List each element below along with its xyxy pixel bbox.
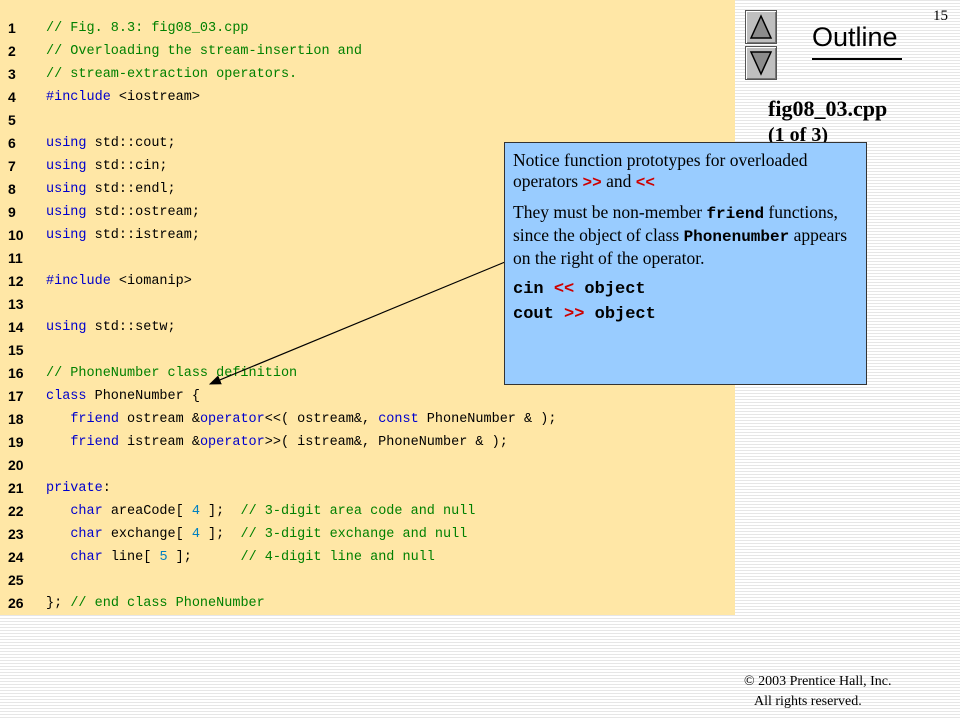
code-line: 2 // Overloading the stream-insertion and xyxy=(0,40,735,63)
code-line: 25 xyxy=(0,569,735,592)
line-number: 14 xyxy=(8,319,24,335)
line-number: 22 xyxy=(8,503,24,519)
line-number: 17 xyxy=(8,388,24,404)
outline-underline xyxy=(812,58,902,60)
code-line: 14 using std::setw; xyxy=(0,316,735,339)
callout-box: Notice function prototypes for overloade… xyxy=(504,142,867,385)
line-number: 4 xyxy=(8,89,16,105)
code-line: 18 friend ostream &operator<<( ostream&,… xyxy=(0,408,735,431)
code-line: 26 }; // end class PhoneNumber xyxy=(0,592,735,615)
code-line: 1 // Fig. 8.3: fig08_03.cpp xyxy=(0,17,735,40)
code-line: 10 using std::istream; xyxy=(0,224,735,247)
file-part: (1 of 3) xyxy=(768,124,828,146)
code-text: // stream-extraction operators. xyxy=(46,67,298,82)
line-number: 18 xyxy=(8,411,24,427)
triangle-down-icon xyxy=(749,51,773,76)
callout-example-cout: cout >> object xyxy=(513,305,656,324)
code-text: #include <iostream> xyxy=(46,90,200,105)
line-number: 8 xyxy=(8,181,16,197)
code-line: 3 // stream-extraction operators. xyxy=(0,63,735,86)
code-line: 13 xyxy=(0,293,735,316)
line-number: 6 xyxy=(8,135,16,151)
line-number: 24 xyxy=(8,549,24,565)
code-line: 6 using std::cout; xyxy=(0,132,735,155)
code-line: 16 // PhoneNumber class definition xyxy=(0,362,735,385)
keyword-friend: friend xyxy=(706,205,765,223)
callout-note-friend: They must be non-member friend functions… xyxy=(513,202,848,268)
line-number: 23 xyxy=(8,526,24,542)
line-number: 19 xyxy=(8,434,24,450)
code-line: 22 char areaCode[ 4 ]; // 3-digit area c… xyxy=(0,500,735,523)
file-title: fig08_03.cpp xyxy=(768,96,888,121)
code-line: 24 char line[ 5 ]; // 4-digit line and n… xyxy=(0,546,735,569)
code-line: 4 #include <iostream> xyxy=(0,86,735,109)
code-text: char exchange[ 4 ]; // 3-digit exchange … xyxy=(70,527,468,542)
code-line: 21 private: xyxy=(0,477,735,500)
outline-title: Outline xyxy=(812,22,898,52)
code-line: 7 using std::cin; xyxy=(0,155,735,178)
callout-note-prototypes: Notice function prototypes for overloade… xyxy=(513,150,808,192)
code-text: using std::setw; xyxy=(46,320,176,335)
rights-notice: All rights reserved. xyxy=(754,694,862,709)
line-number: 20 xyxy=(8,457,24,473)
line-number: 26 xyxy=(8,595,24,611)
line-number: 12 xyxy=(8,273,24,289)
line-number: 7 xyxy=(8,158,16,174)
code-text: using std::endl; xyxy=(46,182,176,197)
code-text: friend ostream &operator<<( ostream&, co… xyxy=(70,412,557,427)
code-line: 9 using std::ostream; xyxy=(0,201,735,224)
line-number: 15 xyxy=(8,342,24,358)
code-line: 12 #include <iomanip> xyxy=(0,270,735,293)
code-text: #include <iomanip> xyxy=(46,274,192,289)
code-text: char line[ 5 ]; // 4-digit line and null xyxy=(70,550,435,565)
line-number: 2 xyxy=(8,43,16,59)
line-number: 16 xyxy=(8,365,24,381)
code-text: friend istream &operator>>( istream&, Ph… xyxy=(70,435,508,450)
code-text: }; // end class PhoneNumber xyxy=(46,596,265,611)
triangle-up-icon xyxy=(749,14,773,39)
previous-slide-button[interactable] xyxy=(745,10,777,44)
code-text: // Overloading the stream-insertion and xyxy=(46,44,362,59)
code-line: 20 xyxy=(0,454,735,477)
line-number: 25 xyxy=(8,572,24,588)
code-text: using std::istream; xyxy=(46,228,200,243)
code-line: 5 xyxy=(0,109,735,132)
code-line: 23 char exchange[ 4 ]; // 3-digit exchan… xyxy=(0,523,735,546)
code-line: 8 using std::endl; xyxy=(0,178,735,201)
callout-example-cin: cin << object xyxy=(513,280,646,299)
code-text: // Fig. 8.3: fig08_03.cpp xyxy=(46,21,249,36)
code-text: using std::ostream; xyxy=(46,205,200,220)
line-number: 1 xyxy=(8,20,16,36)
operator-extraction: >> xyxy=(582,174,602,192)
code-line: 15 xyxy=(0,339,735,362)
operator-insertion: << xyxy=(635,174,655,192)
line-number: 10 xyxy=(8,227,24,243)
code-text: class PhoneNumber { xyxy=(46,389,200,404)
code-text: private: xyxy=(46,481,111,496)
next-slide-button[interactable] xyxy=(745,46,777,80)
code-line: 17 class PhoneNumber { xyxy=(0,385,735,408)
code-line: 11 xyxy=(0,247,735,270)
slide-number: 15 xyxy=(933,8,948,24)
line-number: 11 xyxy=(8,250,23,266)
copyright-notice: © 2003 Prentice Hall, Inc. xyxy=(744,674,892,689)
line-number: 13 xyxy=(8,296,24,312)
line-number: 9 xyxy=(8,204,16,220)
code-line: 19 friend istream &operator>>( istream&,… xyxy=(0,431,735,454)
line-number: 3 xyxy=(8,66,16,82)
code-text: char areaCode[ 4 ]; // 3-digit area code… xyxy=(70,504,476,519)
code-text: using std::cin; xyxy=(46,159,168,174)
class-name: Phonenumber xyxy=(683,228,790,246)
line-number: 21 xyxy=(8,480,24,496)
line-number: 5 xyxy=(8,112,16,128)
code-text: using std::cout; xyxy=(46,136,176,151)
code-text: // PhoneNumber class definition xyxy=(46,366,298,381)
